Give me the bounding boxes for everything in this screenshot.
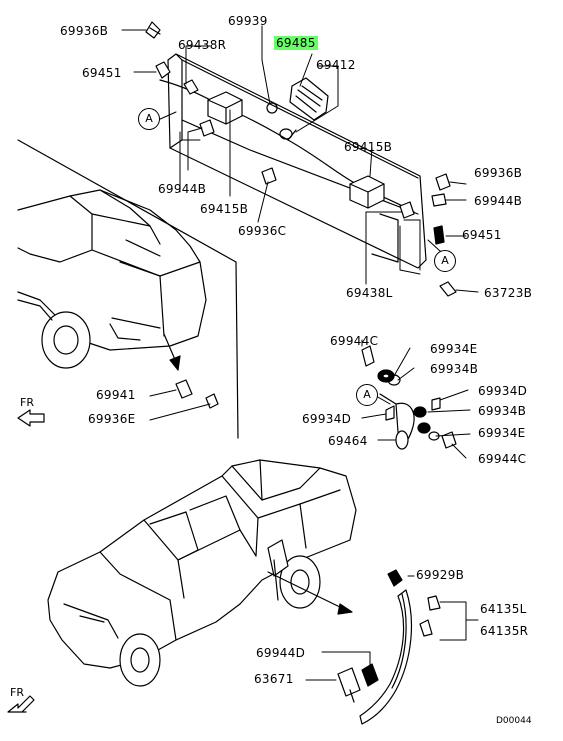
mud-guard-strip [359,569,441,725]
part-label-69944c-right[interactable]: 69944C [478,452,527,466]
part-label-69934d-left[interactable]: 69934D [302,412,352,426]
part-label-69944b-left[interactable]: 69944B [158,182,207,196]
bolt-69936c [261,167,277,185]
part-label-69944b-right[interactable]: 69944B [474,194,523,208]
part-label-69438r[interactable]: 69438R [178,38,227,52]
clip-69936e [205,393,219,409]
part-label-69415b-mid[interactable]: 69415B [344,140,393,154]
truck-rear-illustration [17,139,239,439]
leader-lines-upper [121,25,479,293]
license-lamp-housing [289,77,329,121]
part-label-69939[interactable]: 69939 [228,14,268,28]
part-label-64135r[interactable]: 64135R [480,624,529,638]
harness-protector-right [349,175,385,209]
detail-arrow-2 [337,603,353,615]
leader-lines-middle [361,339,471,459]
part-label-69451-left[interactable]: 69451 [82,66,122,80]
diagram-code: D00044 [496,716,532,726]
bolt-69936b-right [435,173,451,191]
part-label-69934b-top[interactable]: 69934B [430,362,479,376]
part-label-69412[interactable]: 69412 [316,58,356,72]
fr-label-1: FR [20,396,34,409]
part-label-69934b-right[interactable]: 69934B [478,404,527,418]
fr-arrow-1 [17,409,45,427]
bulb-shape [279,128,293,140]
callout-a-middle: A [356,384,378,406]
harness-protector-left [207,91,243,125]
bolt-63723b [439,281,457,297]
part-label-69934d-right[interactable]: 69934D [478,384,528,398]
part-label-69485[interactable]: 69485 [274,36,318,50]
clip-69451-right [433,225,445,245]
part-label-69464[interactable]: 69464 [328,434,368,448]
part-label-69934e-top[interactable]: 69934E [430,342,478,356]
part-label-69944c[interactable]: 69944C [330,334,379,348]
leader-lines-lower [305,575,479,681]
clip-69944b-right [431,193,447,207]
callout-a-right: A [434,250,456,272]
part-label-69451-right[interactable]: 69451 [462,228,502,242]
part-label-69438l[interactable]: 69438L [346,286,393,300]
bracket-69941 [175,379,193,399]
part-label-69936b-top[interactable]: 69936B [60,24,109,38]
part-label-69936c[interactable]: 69936C [238,224,287,238]
part-label-69941[interactable]: 69941 [96,388,136,402]
part-label-69936e[interactable]: 69936E [88,412,136,426]
part-label-64135l[interactable]: 64135L [480,602,527,616]
detail-arrow-1 [169,355,181,371]
clip-69944b-left [199,119,215,137]
bolt-69936b-top [145,21,161,39]
truck-side-illustration [47,459,357,687]
mud-guard-bracket-detail [361,345,457,450]
grommet-69939 [266,102,278,114]
part-label-69415b-low[interactable]: 69415B [200,202,249,216]
part-label-69934e-right[interactable]: 69934E [478,426,526,440]
part-label-69936b-right[interactable]: 69936B [474,166,523,180]
part-label-63671[interactable]: 63671 [254,672,294,686]
part-label-63723b[interactable]: 63723B [484,286,533,300]
part-label-69929b[interactable]: 69929B [416,568,465,582]
fr-label-2: FR [10,686,24,699]
callout-a-left: A [138,108,160,130]
mud-guard-fastener [337,663,379,703]
fr-arrow-2 [7,695,35,713]
part-label-69944d[interactable]: 69944D [256,646,306,660]
clip-69451-left [155,61,171,79]
